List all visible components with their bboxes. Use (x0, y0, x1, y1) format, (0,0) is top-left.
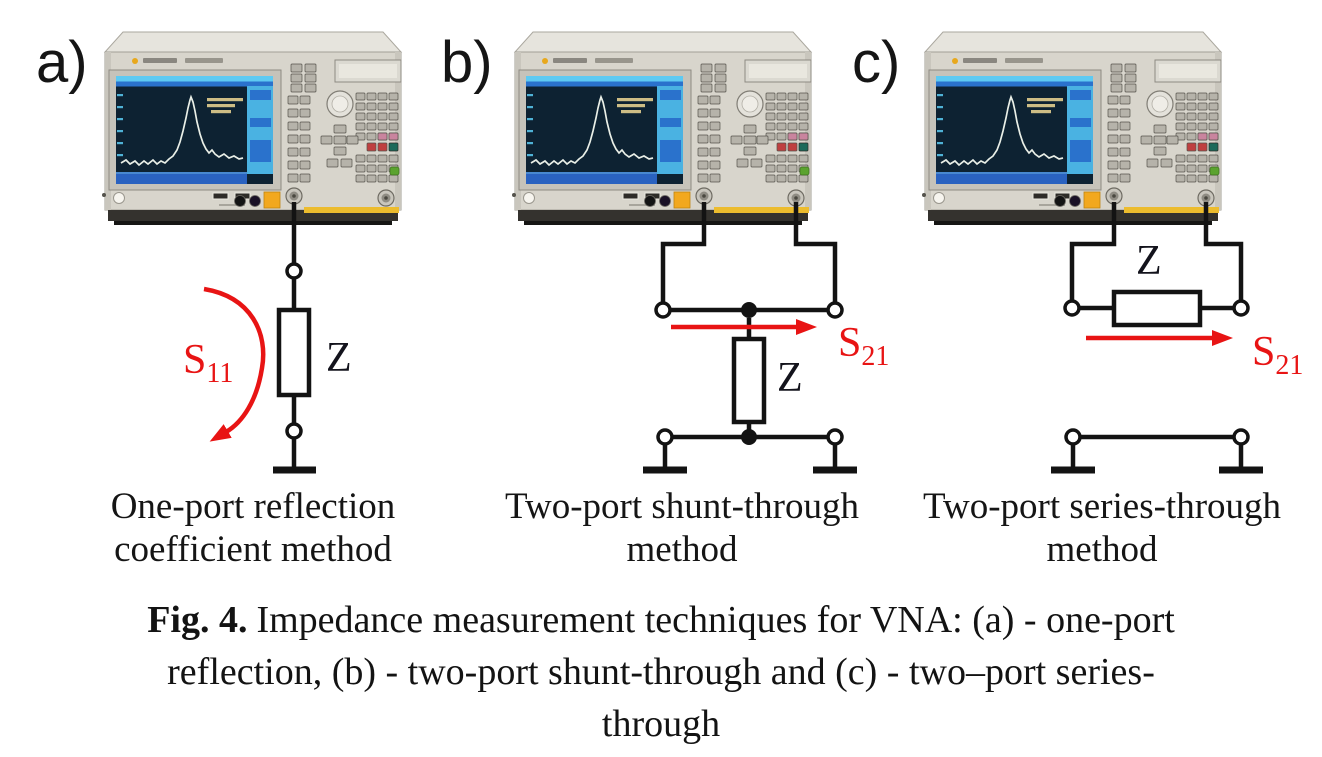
method-label-c: Two-port series-through method (902, 485, 1302, 571)
caption-line-1: Fig. 4.Impedance measurement techniques … (20, 594, 1302, 646)
caption-line-3: through (601, 703, 721, 745)
s-parameter-label: S11 (183, 337, 233, 389)
method-line: Two-port shunt-through (504, 486, 859, 527)
terminal-circle (1064, 428, 1082, 446)
impedance-box (276, 307, 312, 398)
panel-tag-b: b) (441, 30, 493, 95)
terminal-circle (654, 301, 672, 319)
wire-port2-jog (1203, 202, 1244, 301)
terminal-circle (1063, 299, 1081, 317)
impedance-box (731, 336, 767, 425)
s-base: S (1252, 329, 1275, 375)
s-subscript: 11 (206, 358, 233, 389)
method-label-b: Two-port shunt-through method (482, 485, 882, 571)
s-parameter-label: S21 (1252, 329, 1303, 381)
panel-tag-c: c) (852, 30, 901, 95)
terminal-circle (826, 301, 844, 319)
s-subscript: 21 (861, 341, 889, 372)
caption-line-2: reflection, (b) - two-port shunt-through… (167, 651, 1155, 693)
panel-tag-a: a) (36, 30, 88, 95)
caption-text: Impedance measurement techniques for VNA… (256, 599, 1175, 641)
terminal-circle (656, 428, 674, 446)
schematic-two-port-shunt-through: Z S21 (643, 202, 889, 474)
s-parameter-label: S21 (838, 320, 889, 372)
terminal-circle (826, 428, 844, 446)
junction-dot (741, 302, 757, 318)
method-label-a: One-port reflection coefficient method (53, 485, 453, 571)
method-line: One-port reflection (110, 486, 396, 527)
impedance-label: Z (326, 335, 352, 381)
method-line: method (626, 529, 738, 570)
wire-port2-jog (793, 202, 838, 303)
s-base: S (183, 337, 206, 383)
impedance-label: Z (1136, 238, 1162, 284)
method-line: Two-port series-through (922, 486, 1282, 527)
impedance-box (1111, 289, 1203, 328)
s-subscript: 21 (1275, 350, 1303, 381)
caption-figure-number: Fig. 4. (147, 599, 248, 641)
impedance-label: Z (777, 355, 803, 401)
method-line: method (1046, 529, 1158, 570)
schematic-one-port-reflection: Z S11 (183, 202, 352, 474)
schematic-two-port-series-through: Z S21 (1051, 202, 1303, 474)
wire-port1-jog (660, 202, 707, 303)
figure-caption: Fig. 4.Impedance measurement techniques … (20, 594, 1302, 750)
method-line: coefficient method (114, 529, 392, 570)
terminal-circle (1232, 299, 1250, 317)
s-base: S (838, 320, 861, 366)
wire-port1-jog (1069, 202, 1117, 301)
terminal-circle (285, 262, 303, 280)
terminal-circle (1232, 428, 1250, 446)
s11-reflection-arc-arrow (203, 286, 266, 442)
terminal-circle (285, 422, 303, 440)
